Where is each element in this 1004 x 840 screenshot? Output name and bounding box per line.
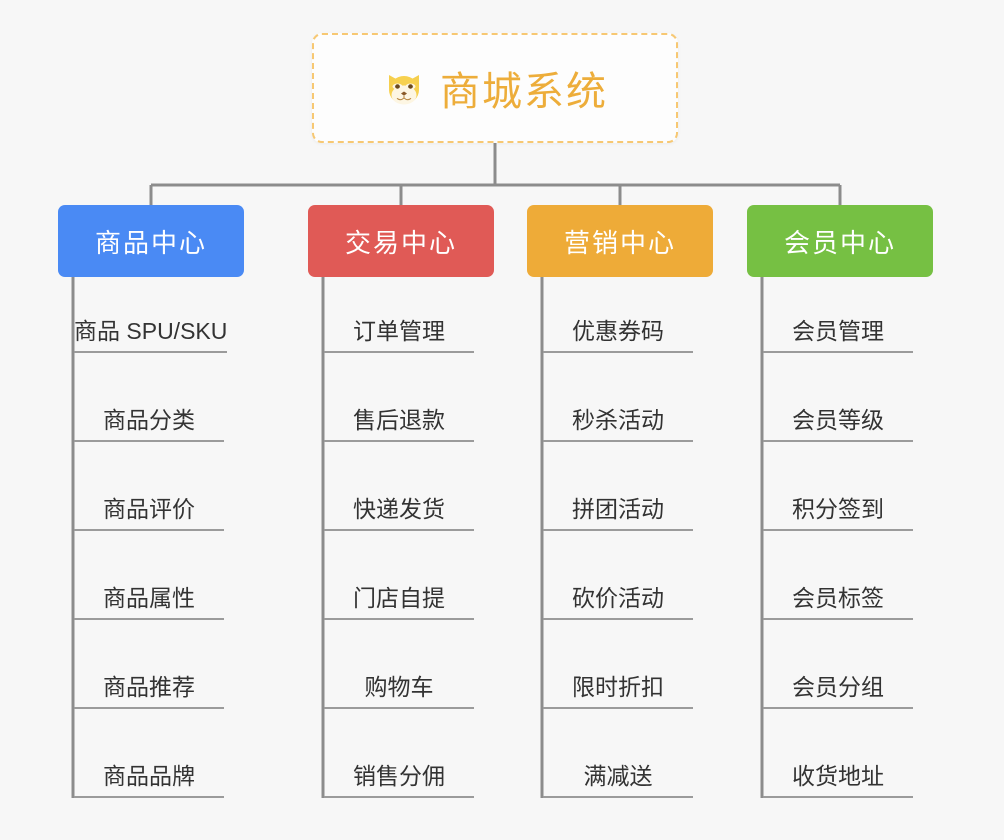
leaf-item-label: 快递发货 xyxy=(353,496,445,522)
leaf-item-label: 会员管理 xyxy=(792,318,884,344)
leaf-item[interactable]: 会员分组 xyxy=(763,663,913,709)
leaf-item-label: 会员分组 xyxy=(792,674,884,700)
leaf-item-label: 购物车 xyxy=(364,674,434,700)
leaf-item-label: 商品推荐 xyxy=(103,674,195,700)
leaf-item[interactable]: 购物车 xyxy=(324,663,474,709)
leaf-item-label: 积分签到 xyxy=(792,496,884,522)
leaf-item[interactable]: 拼团活动 xyxy=(543,485,693,531)
leaf-item[interactable]: 快递发货 xyxy=(324,485,474,531)
category-box-member-center[interactable]: 会员中心 xyxy=(747,205,933,277)
category-label: 会员中心 xyxy=(783,227,896,258)
leaf-item-label: 限时折扣 xyxy=(572,674,664,700)
leaf-item-label: 拼团活动 xyxy=(572,496,664,522)
leaf-item[interactable]: 积分签到 xyxy=(763,485,913,531)
leaf-item[interactable]: 门店自提 xyxy=(324,574,474,620)
leaf-item[interactable]: 收货地址 xyxy=(763,752,913,798)
leaf-item[interactable]: 商品 SPU/SKU xyxy=(74,307,228,353)
leaf-item[interactable]: 销售分佣 xyxy=(324,752,474,798)
category-label: 营销中心 xyxy=(563,227,676,258)
category-box-product-center[interactable]: 商品中心 xyxy=(58,205,244,277)
category-box-marketing-center[interactable]: 营销中心 xyxy=(527,205,713,277)
leaf-item[interactable]: 会员标签 xyxy=(763,574,913,620)
leaf-item[interactable]: 售后退款 xyxy=(324,396,474,442)
leaf-item[interactable]: 订单管理 xyxy=(324,307,474,353)
shiba-dog-face-icon xyxy=(382,66,426,110)
leaf-item-label: 会员标签 xyxy=(792,585,884,611)
leaf-item[interactable]: 商品分类 xyxy=(74,396,224,442)
leaf-item-label: 会员等级 xyxy=(792,407,884,433)
leaf-item-label: 收货地址 xyxy=(792,763,884,789)
leaf-item[interactable]: 商品品牌 xyxy=(74,752,224,798)
leaf-item[interactable]: 会员管理 xyxy=(763,307,913,353)
leaf-item-label: 商品评价 xyxy=(103,496,195,522)
leaf-item-label: 砍价活动 xyxy=(572,585,664,611)
leaf-item[interactable]: 商品属性 xyxy=(74,574,224,620)
leaf-item-label: 优惠券码 xyxy=(572,318,664,344)
category-box-trade-center[interactable]: 交易中心 xyxy=(308,205,494,277)
leaf-item[interactable]: 会员等级 xyxy=(763,396,913,442)
root-node[interactable]: 商城系统 xyxy=(312,33,678,143)
leaf-item-label: 商品 SPU/SKU xyxy=(74,318,228,344)
leaf-item[interactable]: 砍价活动 xyxy=(543,574,693,620)
leaf-item[interactable]: 满减送 xyxy=(543,752,693,798)
leaf-item-label: 商品品牌 xyxy=(103,763,195,789)
leaf-item[interactable]: 优惠券码 xyxy=(543,307,693,353)
leaf-item-label: 商品属性 xyxy=(103,585,195,611)
leaf-item[interactable]: 秒杀活动 xyxy=(543,396,693,442)
leaf-item[interactable]: 商品评价 xyxy=(74,485,224,531)
leaf-item-label: 门店自提 xyxy=(353,585,445,611)
leaf-item[interactable]: 限时折扣 xyxy=(543,663,693,709)
leaf-item[interactable]: 商品推荐 xyxy=(74,663,224,709)
leaf-item-label: 订单管理 xyxy=(353,318,445,344)
root-title: 商城系统 xyxy=(440,70,608,114)
category-label: 交易中心 xyxy=(344,227,457,258)
leaf-item-label: 满减送 xyxy=(583,763,653,789)
leaf-item-label: 售后退款 xyxy=(353,407,445,433)
leaf-item-label: 商品分类 xyxy=(103,407,195,433)
category-label: 商品中心 xyxy=(94,227,207,258)
leaf-item-label: 秒杀活动 xyxy=(572,407,664,433)
leaf-item-label: 销售分佣 xyxy=(353,763,445,789)
